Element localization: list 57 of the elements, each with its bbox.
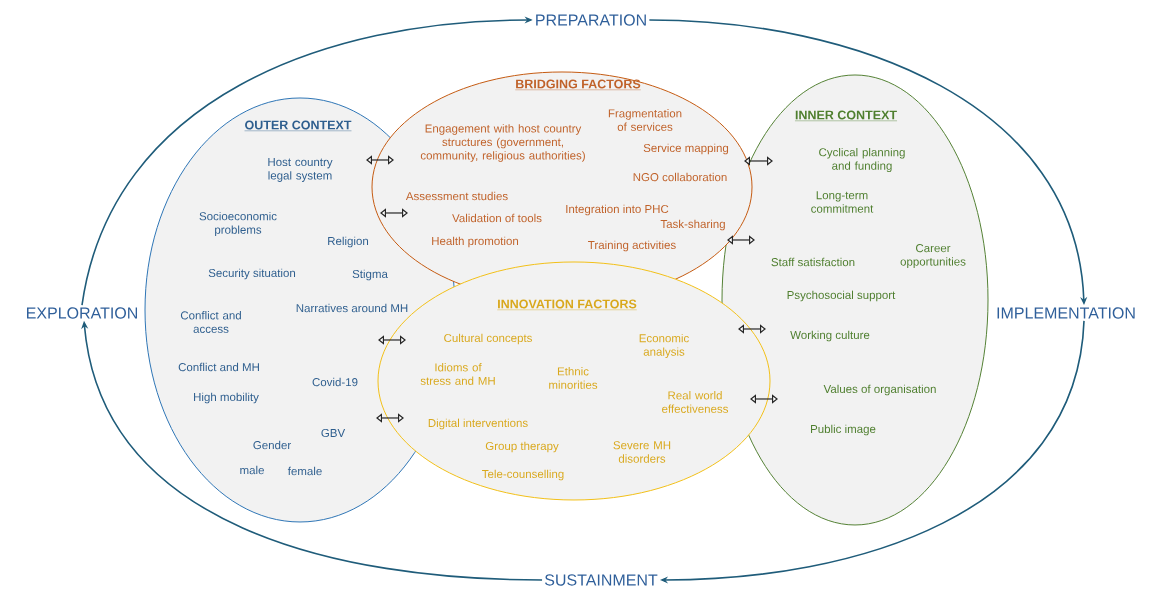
factor-label: Gender (253, 440, 291, 450)
phase-label: PREPARATION (536, 14, 646, 26)
factor-label: High mobility (194, 392, 259, 404)
factor-label: Long-term commitment (811, 191, 874, 213)
factor-label: Conflict and access (180, 311, 241, 333)
ellipse-heading: INNOVATION FACTORS (497, 299, 637, 310)
phase-label: SUSTAINMENT (545, 574, 658, 586)
factor-label: Narratives around MH (296, 303, 408, 313)
factor-label: Integration into PHC (566, 204, 669, 216)
factor-label: Public image (811, 424, 876, 436)
factor-label: Training activities (588, 240, 676, 252)
factor-label: Idioms of stress and MH (420, 363, 495, 385)
factor-label: NGO collaboration (633, 172, 727, 182)
factor-label: Ethnic minorities (549, 367, 598, 389)
factor-label: Values of organisation (823, 384, 936, 396)
double-arrow (727, 235, 755, 245)
factor-label: GBV (321, 428, 346, 438)
phase-label: EXPLORATION (27, 307, 137, 319)
ellipse-heading: OUTER CONTEXT (244, 120, 352, 131)
factor-label: Psychosocial support (787, 290, 896, 302)
factor-label: Working culture (790, 330, 870, 342)
factor-label: male (240, 465, 264, 475)
factor-label: Real world effectiveness (662, 391, 729, 413)
factor-label: Tele-counselling (482, 469, 564, 481)
factor-label: Stigma (352, 269, 388, 281)
factor-label: Fragmentation of services (608, 109, 682, 131)
factor-label: Severe MH disorders (613, 441, 671, 463)
factor-label: Validation of tools (452, 213, 542, 223)
factor-label: Economic analysis (639, 333, 689, 359)
factor-label: Conflict and MH (178, 362, 259, 372)
factor-label: Assessment studies (405, 191, 508, 201)
factor-label: Engagement with host country structures (government, community, religious authorities) (420, 124, 585, 162)
factor-label: Cyclical planning and funding (819, 147, 905, 173)
factor-label: Career opportunities (900, 244, 966, 268)
factor-label: Digital interventions (428, 418, 528, 430)
factor-label: Cultural concepts (444, 333, 532, 345)
double-arrow (744, 156, 773, 166)
factor-label: Task-sharing (660, 219, 725, 231)
double-arrow (378, 335, 406, 345)
double-arrow (376, 413, 404, 423)
factor-label: Staff satisfaction (771, 257, 855, 267)
factor-label: Security situation (208, 268, 295, 280)
double-arrow (380, 208, 408, 218)
factor-label: Host country legal system (268, 158, 333, 182)
double-arrow (738, 324, 766, 334)
factor-label: Covid-19 (312, 377, 358, 387)
factor-label: female (287, 466, 322, 476)
factor-label: Socioeconomic problems (199, 211, 277, 237)
factor-label: Health promotion (432, 236, 518, 248)
factor-label: Service mapping (643, 143, 729, 155)
ellipse-heading: BRIDGING FACTORS (515, 79, 641, 90)
ellipse-heading: INNER CONTEXT (794, 110, 898, 121)
phase-label: IMPLEMENTATION (997, 307, 1135, 319)
double-arrow (366, 155, 394, 165)
double-arrow (750, 394, 778, 404)
factor-label: Religion (328, 236, 368, 248)
factor-label: Group therapy (485, 441, 559, 453)
